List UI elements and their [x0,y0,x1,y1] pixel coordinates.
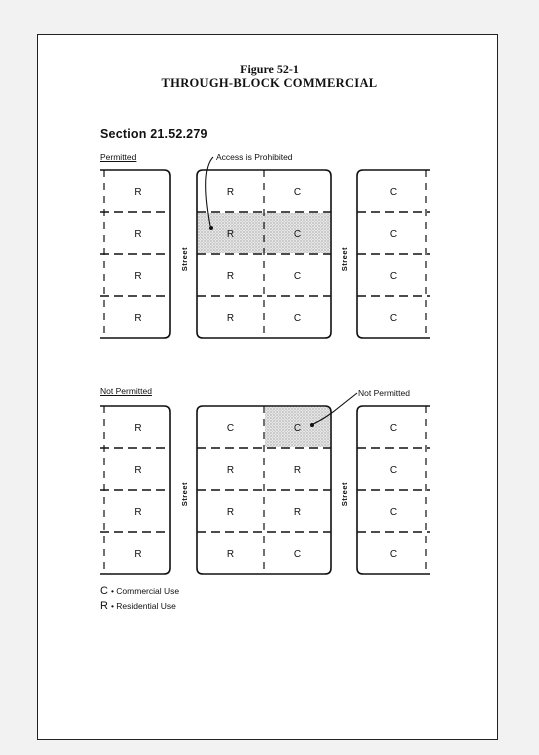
block-outline [196,169,332,339]
lot-use-letter: C [390,271,397,282]
lot-use-letter: C [294,423,301,434]
lot-use-letter: R [294,465,301,476]
lot-use-letter: R [227,507,234,518]
lot-use-letter: R [134,229,141,240]
callout-leader-not-permitted [312,392,358,425]
figure-title: Figure 52-1 THROUGH-BLOCK COMMERCIAL [0,62,539,91]
legend-residential-symbol: R [100,600,108,612]
callout-dot-access [209,226,213,230]
callout-dot-not-permitted [310,423,314,427]
lot-use-letter: R [294,507,301,518]
lot-use-letter: R [134,187,141,198]
highlighted-lot [198,213,330,253]
legend-residential-text: • Residential Use [110,601,176,611]
lot-use-letter: R [227,187,234,198]
lot-use-letter: C [390,187,397,198]
not-permitted-callout: Not Permitted [358,388,410,398]
lot-use-letter: C [390,507,397,518]
lot-use-letter: R [134,465,141,476]
lot-use-letter: C [294,549,301,560]
block-outline [100,169,171,339]
lot-use-letter: R [134,507,141,518]
legend-commercial-symbol: C [100,585,108,597]
lot-use-letter: C [227,423,234,434]
block-outline [100,405,171,575]
figure-heading: THROUGH-BLOCK COMMERCIAL [161,76,378,90]
lot-use-letter: C [294,313,301,324]
permitted-label: Permitted [100,152,137,162]
lot-use-letter: C [390,423,397,434]
lot-use-letter: R [227,465,234,476]
document-page [37,34,498,740]
lot-use-letter: C [294,271,301,282]
lot-use-letter: C [390,465,397,476]
lot-use-letter: C [294,187,301,198]
lot-use-letter: R [227,313,234,324]
lot-use-letter: R [134,271,141,282]
lot-use-letter: R [134,549,141,560]
lot-use-letter: R [227,271,234,282]
legend-residential: R• Residential Use [100,600,176,612]
legend-commercial-text: • Commercial Use [110,586,180,596]
lot-use-letter: R [134,313,141,324]
callout-leader-access [205,156,214,227]
highlighted-lot [265,407,330,447]
figure-number: Figure 52-1 [240,62,299,76]
lot-use-letter: C [390,313,397,324]
access-prohibited-callout: Access is Prohibited [216,152,293,162]
section-heading: Section 21.52.279 [100,127,208,141]
lot-use-letter: C [390,229,397,240]
not-permitted-label: Not Permitted [100,386,152,396]
lot-use-letter: C [294,229,301,240]
block-outline [196,405,332,575]
lot-use-letter: C [390,549,397,560]
legend-commercial: C• Commercial Use [100,585,179,597]
lot-use-letter: R [227,549,234,560]
lot-use-letter: R [134,423,141,434]
lot-use-letter: R [227,229,234,240]
